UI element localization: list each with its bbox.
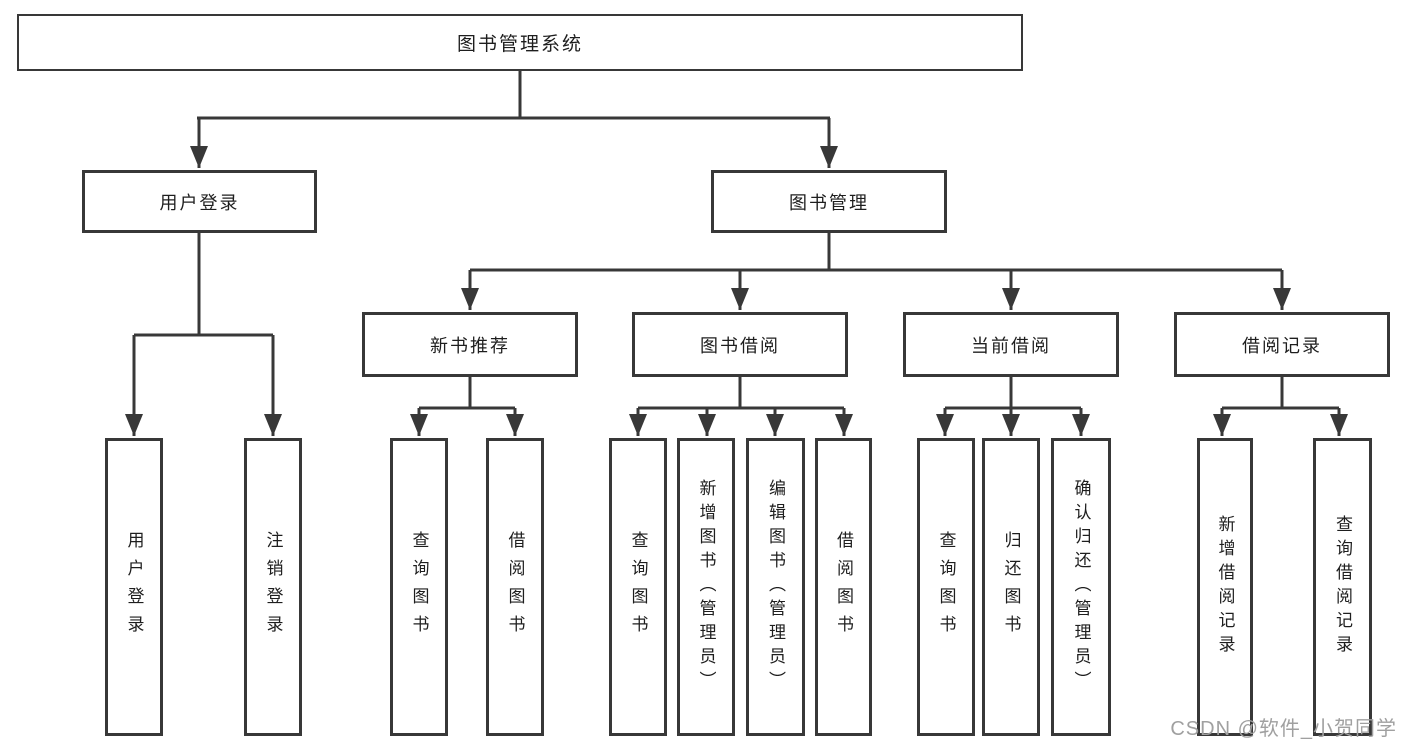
leaf-query-borrow-record: 查询借阅记录: [1313, 438, 1372, 736]
leaf-add-books-admin: 新增图书（管理员）: [677, 438, 735, 736]
leaf-borrow-books: 借阅图书: [815, 438, 872, 736]
leaf-edit-books-admin: 编辑图书（管理员）: [746, 438, 805, 736]
leaf-add-borrow-record: 新增借阅记录: [1197, 438, 1253, 736]
leaf-query-books-recommend: 查询图书: [390, 438, 448, 736]
leaf-confirm-return-admin: 确认归还（管理员）: [1051, 438, 1111, 736]
node-book-borrowing: 图书借阅: [632, 312, 848, 377]
node-borrowing-records: 借阅记录: [1174, 312, 1390, 377]
leaf-logout: 注销登录: [244, 438, 302, 736]
leaf-user-login: 用户登录: [105, 438, 163, 736]
leaf-return-books: 归还图书: [982, 438, 1040, 736]
leaf-borrow-books-recommend: 借阅图书: [486, 438, 544, 736]
node-new-book-recommendation: 新书推荐: [362, 312, 578, 377]
node-book-management: 图书管理: [711, 170, 947, 233]
leaf-query-books-borrowing: 查询图书: [609, 438, 667, 736]
csdn-watermark: CSDN @软件_小贺同学: [1170, 718, 1397, 740]
node-user-login: 用户登录: [82, 170, 317, 233]
node-current-borrowing: 当前借阅: [903, 312, 1119, 377]
leaf-query-books-current: 查询图书: [917, 438, 975, 736]
node-library-management-system: 图书管理系统: [17, 14, 1023, 71]
